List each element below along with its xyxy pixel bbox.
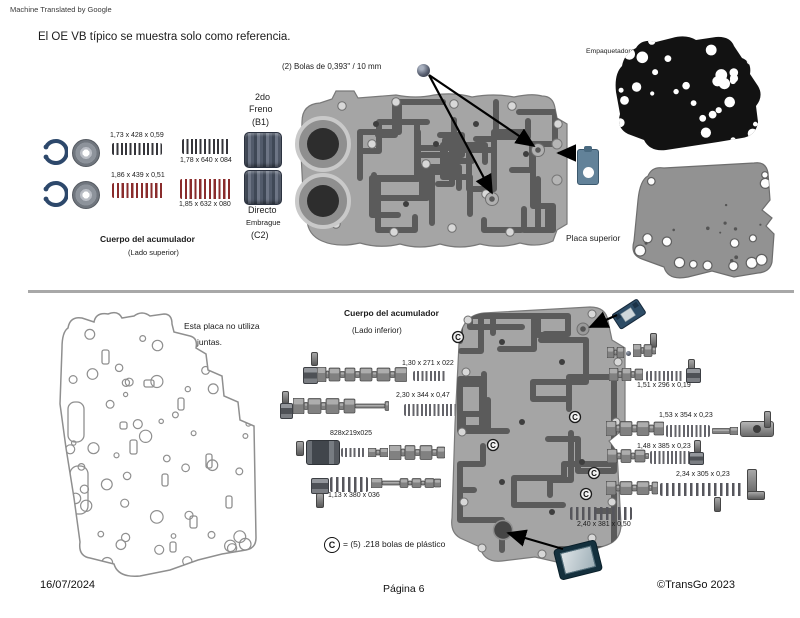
plastic-balls-note: = (5) .218 bolas de plástico [343, 539, 446, 549]
upper-plate-image [632, 162, 775, 279]
spring-icon [330, 477, 368, 492]
footer-copyright: ©TransGo 2023 [657, 579, 736, 591]
c-marker-symbol: C [324, 537, 340, 553]
svg-text:C: C [455, 333, 461, 342]
clip-icon [311, 478, 329, 494]
gasket-label: Empaquetadora [586, 48, 635, 55]
spring1-spec: 1,73 x 428 x 0,59 [110, 132, 164, 139]
snap-ring-icon [43, 139, 68, 165]
valve-icon [608, 367, 644, 382]
c2-label-1: Directo [248, 205, 277, 215]
c2-label-3: (C2) [251, 230, 269, 240]
check-ball-icon [417, 64, 430, 77]
accumulator-piston-icon [306, 440, 340, 465]
solenoid-connector-icon [611, 299, 646, 330]
spring-icon [650, 451, 690, 464]
valve-icon [632, 343, 657, 358]
pin-icon [764, 411, 771, 428]
machine-translated-watermark: Machine Translated by Google [10, 5, 112, 14]
valve-icon [606, 448, 650, 464]
upper-plate-label: Placa superior [566, 233, 621, 243]
bracket-foot-icon [747, 491, 765, 500]
clip-icon [303, 367, 318, 384]
b1-drum-icon [244, 132, 282, 168]
valve-icon [370, 477, 442, 489]
footer-date: 16/07/2024 [40, 579, 96, 591]
accumulator-upper-sub: (Lado superior) [128, 248, 179, 257]
spring-icon [646, 371, 684, 381]
c2-label-2: Embrague [246, 218, 281, 227]
spring-icon [182, 139, 230, 154]
clip-icon [686, 368, 701, 383]
valve-icon [711, 426, 739, 436]
washer-icon [72, 139, 100, 167]
plastic-ball-markers: C C C C C [451, 330, 601, 501]
filter-screen-mesh [559, 545, 597, 575]
spring3-spec: 1,86 x 439 x 0,51 [111, 172, 165, 179]
valve-icon [367, 447, 389, 458]
accumulator-lower-title: Cuerpo del acumulador [344, 308, 439, 318]
spec-234: 2,34 x 305 x 0,23 [676, 471, 730, 478]
valve-icon [605, 480, 659, 496]
spring-icon [341, 448, 365, 457]
check-balls-note: (2) Bolas de 0,393" / 10 mm [282, 62, 382, 71]
footer-page-number: Página 6 [383, 583, 425, 595]
clip-icon [280, 403, 293, 419]
valve-icon [292, 397, 390, 415]
section-divider [28, 290, 794, 293]
small-ball-icon [626, 351, 631, 356]
spec-828: 828x219x025 [330, 430, 373, 437]
b1-label-2: Freno [249, 104, 273, 114]
upper-valve-body [295, 90, 568, 248]
valve-icon [606, 346, 625, 359]
svg-text:C: C [583, 490, 589, 499]
intro-text: El OE VB típico se muestra solo como ref… [38, 31, 291, 43]
valve-icon [388, 444, 446, 461]
b1-label-3: (B1) [252, 117, 270, 127]
snap-ring-icon [43, 181, 68, 207]
accumulator-lower-sub: (Lado inferior) [352, 326, 402, 335]
pin-icon [714, 497, 721, 512]
accumulator-upper-title: Cuerpo del acumulador [100, 234, 195, 244]
spring-icon [112, 183, 164, 198]
spec-240: 2,40 x 381 x 0,50 [577, 521, 631, 528]
c2-drum-icon [244, 170, 282, 205]
spec-130: 1,30 x 271 x 022 [402, 360, 454, 367]
pin-icon [311, 352, 318, 366]
svg-text:C: C [591, 469, 597, 478]
spec-153: 1,53 x 354 x 0,23 [659, 412, 713, 419]
spec-148: 1,48 x 385 x 0,23 [637, 443, 691, 450]
spring4-spec: 1,85 x 632 x 080 [179, 201, 231, 208]
spring-icon [180, 179, 232, 199]
spec-113: 1,13 x 380 x 036 [328, 492, 380, 499]
spec-151: 1,51 x 296 x 0,19 [637, 382, 691, 389]
pin-icon [296, 441, 304, 456]
plate-note-line1: Esta placa no utiliza [184, 321, 260, 331]
gasket-image [615, 36, 761, 151]
svg-text:C: C [572, 413, 578, 422]
valve-icon [605, 420, 665, 437]
spring2-spec: 1,78 x 640 x 084 [180, 157, 232, 164]
spring-icon [660, 483, 744, 496]
spring-icon [570, 507, 632, 520]
spring-icon [666, 425, 710, 437]
spring-icon [404, 404, 468, 416]
separator-plate-drawing [59, 311, 257, 577]
b1-label-1: 2do [255, 92, 271, 102]
ball-retainer-icon [577, 146, 599, 185]
washer-icon [72, 181, 100, 209]
spring-icon [413, 371, 446, 381]
valve-icon [316, 366, 408, 383]
svg-text:C: C [490, 441, 496, 450]
plate-note-line2: juntas. [197, 337, 223, 347]
spec-230: 2,30 x 344 x 0,47 [396, 392, 450, 399]
clip-icon [689, 452, 704, 465]
spring-icon [112, 143, 162, 155]
pin-icon [316, 493, 324, 508]
